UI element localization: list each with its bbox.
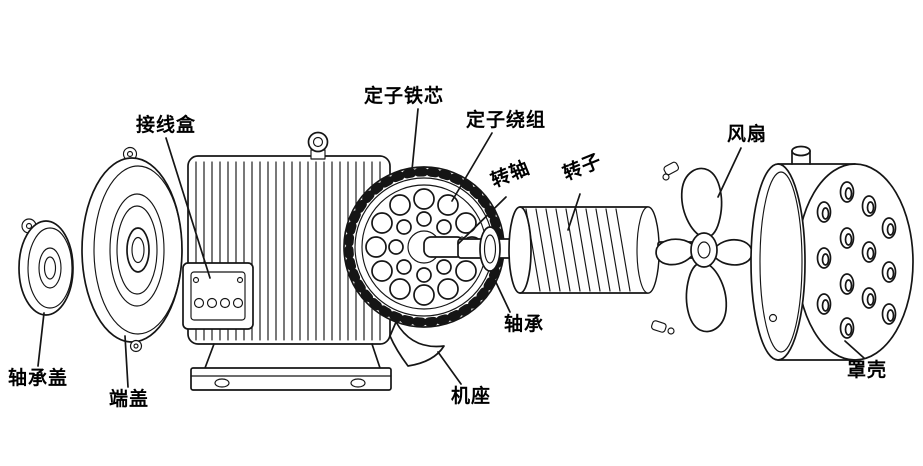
shell-vent-holes — [816, 181, 897, 339]
leader-stator-core — [411, 108, 419, 171]
leader-shaft — [457, 196, 507, 245]
bearing-ring — [479, 226, 501, 272]
leader-stator-winding — [451, 132, 493, 202]
label-frame: 机座 — [451, 385, 492, 407]
shell-top-cap — [791, 145, 811, 165]
label-shell: 罩壳 — [847, 359, 888, 381]
leader-lines — [37, 108, 865, 388]
junction-box-part — [182, 262, 254, 330]
label-stator-winding: 定子绕组 — [466, 109, 547, 131]
stator-winding-coils — [365, 188, 483, 306]
leader-junction-box — [165, 137, 211, 279]
shaft-rotor-part — [457, 206, 707, 294]
leader-shell — [844, 340, 865, 359]
label-junction-box: 接线盒 — [136, 114, 197, 136]
leader-fan — [717, 147, 742, 198]
shell-part — [750, 145, 914, 361]
label-end-cover: 端盖 — [109, 388, 150, 410]
label-fan: 风扇 — [727, 123, 768, 145]
bearing-cover-part — [18, 218, 74, 316]
leader-rotor — [567, 193, 581, 231]
leader-bearing — [491, 273, 511, 313]
fan-part — [651, 161, 753, 335]
end-cover-part — [81, 146, 183, 353]
label-bearing-cover: 轴承盖 — [8, 367, 69, 389]
leader-end-cover — [124, 335, 129, 388]
label-bearing: 轴承 — [504, 313, 545, 335]
leader-frame — [437, 351, 462, 385]
frame-base-part — [190, 321, 445, 391]
label-stator-core: 定子铁芯 — [364, 85, 445, 107]
leader-bearing-cover — [37, 312, 45, 367]
